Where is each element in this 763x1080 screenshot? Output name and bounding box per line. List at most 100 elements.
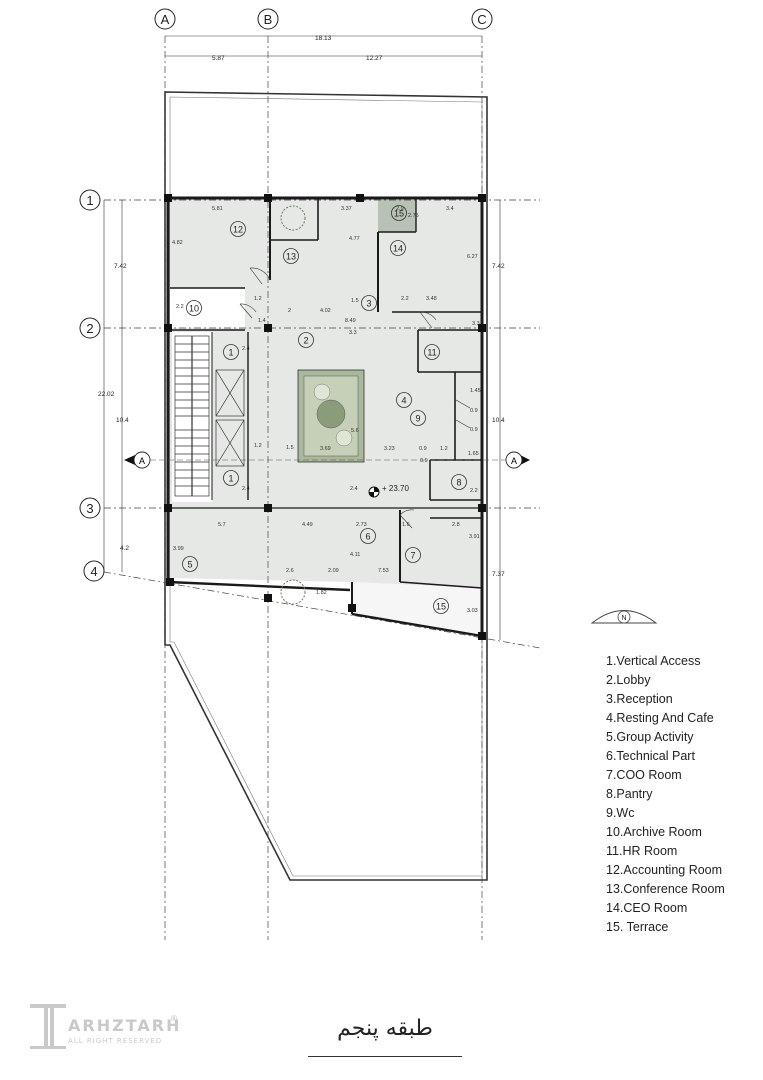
legend-item: 1.Vertical Access	[606, 654, 701, 668]
brand-subtitle: ALL RIGHT RESERVED	[68, 1037, 163, 1045]
inner-dimension-label: 0.9	[420, 458, 428, 464]
inner-dimension-label: 1.5	[351, 298, 359, 304]
inner-dimension-label: 0.9	[470, 427, 478, 433]
dimension-lines	[103, 35, 501, 640]
room-number: 5	[187, 560, 192, 570]
room-number: 13	[286, 252, 296, 262]
grid-bubble-a	[154, 8, 176, 30]
room-number: 6	[365, 532, 370, 542]
inner-dimension-label: 2.73	[356, 522, 367, 528]
room-number-circle	[360, 528, 376, 544]
inner-dimension-label: 4.49	[302, 522, 313, 528]
grid-bubble-1	[79, 189, 101, 211]
grid-label-3: 3	[86, 501, 93, 516]
inner-dimension-label: 1.5	[286, 445, 294, 451]
north-arrow-icon: N	[590, 610, 658, 624]
brand-registered: ®	[171, 1014, 177, 1023]
grid-bubble-c	[471, 8, 493, 30]
legend-item: 5.Group Activity	[606, 730, 694, 744]
room-number-circle	[396, 392, 412, 408]
north-label: N	[621, 615, 626, 622]
inner-dimension-label: 4.82	[172, 240, 183, 246]
inner-dimension-label: 3.03	[467, 608, 478, 614]
inner-dimension-label: 3.3	[472, 321, 480, 327]
inner-dimension-label: 0.9	[419, 446, 427, 452]
inner-dimension-label: 4.77	[349, 236, 360, 242]
grid-bubble-4	[83, 560, 105, 582]
room-number-circle	[223, 470, 239, 486]
room-number-circle	[391, 205, 407, 221]
legend-item: 7.COO Room	[606, 768, 682, 782]
section-markers: A A	[124, 451, 530, 469]
inner-dimension-label: 3.3	[349, 330, 357, 336]
legend-item: 13.Conference Room	[606, 882, 725, 896]
inner-dimension-label: 0.9	[470, 408, 478, 414]
inner-dimension-label: 2.6	[286, 568, 294, 574]
inner-dimension-label: 1.2	[440, 446, 448, 452]
room-number: 8	[456, 478, 461, 488]
legend-item: 9.Wc	[606, 806, 635, 820]
inner-dimension-label: 7.53	[378, 568, 389, 574]
dim-right-3-4: 7.37	[492, 571, 505, 578]
room-number: 15	[436, 602, 446, 612]
inner-dimension-label: 1.65	[468, 451, 479, 457]
room-number-circle	[410, 410, 426, 426]
dim-overall-width: 18.13	[315, 35, 332, 42]
room-number-circle	[223, 344, 239, 360]
legend-item: 2.Lobby	[606, 673, 651, 687]
inner-dimension-label: 2.75	[408, 213, 419, 219]
inner-dimension-label: 1.4	[258, 318, 266, 324]
inner-dimension-label: 2.09	[328, 568, 339, 574]
grid-bubble-2	[79, 317, 101, 339]
room-number: 12	[233, 225, 243, 235]
level-mark-symbol	[368, 486, 380, 498]
inner-dimension-label: 5.81	[212, 206, 223, 212]
inner-dimension-label: 1.6	[402, 522, 410, 528]
room-number: 2	[303, 336, 308, 346]
inner-dimension-label: 3.69	[320, 446, 331, 452]
walls	[166, 196, 484, 640]
inner-dimension-label: 1.2	[254, 443, 262, 449]
room-number: 11	[427, 348, 436, 358]
room-number-circle	[405, 547, 421, 563]
inner-dimension-label: 3.4	[446, 206, 454, 212]
room-number-circle	[182, 556, 198, 572]
legend-item: 8.Pantry	[606, 787, 653, 801]
inner-dimension-label: 2.4	[242, 346, 250, 352]
inner-dimension-label: 1.2	[254, 296, 262, 302]
legend-item: 15. Terrace	[606, 920, 669, 934]
dim-left-2-3: 10.4	[116, 417, 129, 424]
room-number: 7	[410, 551, 415, 561]
inner-dimension-label: 6.27	[467, 254, 478, 260]
room-number-circle	[433, 598, 449, 614]
brand-name: ARHZTARH	[68, 1016, 182, 1035]
legend-item: 4.Resting And Cafe	[606, 711, 714, 725]
brand-watermark: ARHZTARH ® ALL RIGHT RESERVED	[28, 1000, 188, 1052]
room-number-circle	[361, 295, 377, 311]
legend-item: 6.Technical Part	[606, 749, 695, 763]
inner-dimension-label: 1.82	[316, 590, 327, 596]
dim-left-1-2: 7.42	[114, 263, 127, 270]
room-number: 3	[366, 299, 371, 309]
stair-and-elevators	[174, 335, 245, 497]
room-number: 1	[228, 348, 233, 358]
section-marker-left: A	[139, 456, 145, 466]
inner-dimension-label: 4.11	[350, 552, 360, 558]
inner-dimension-label: 3.91	[469, 534, 480, 540]
inner-dimension-label: 4.02	[320, 308, 331, 314]
level-mark: + 23.70	[382, 484, 409, 493]
inner-dimension-label: 2.2	[470, 488, 478, 494]
inner-dimension-label: 3.23	[384, 446, 395, 452]
room-number-circle	[451, 474, 467, 490]
legend-item: 12.Accounting Room	[606, 863, 723, 877]
inner-dimension-label: 1.45	[470, 388, 481, 394]
legend-item: 14.CEO Room	[606, 901, 688, 915]
legend-item: 10.Archive Room	[606, 825, 702, 839]
room-number-circle	[424, 344, 440, 360]
room-number-circle	[298, 332, 314, 348]
inner-dimension-label: 2	[288, 308, 291, 314]
inner-dimension-label: 2.2	[401, 296, 409, 302]
grid-label-4: 4	[90, 564, 97, 579]
grid-label-2: 2	[86, 321, 93, 336]
room-number: 10	[189, 304, 199, 314]
